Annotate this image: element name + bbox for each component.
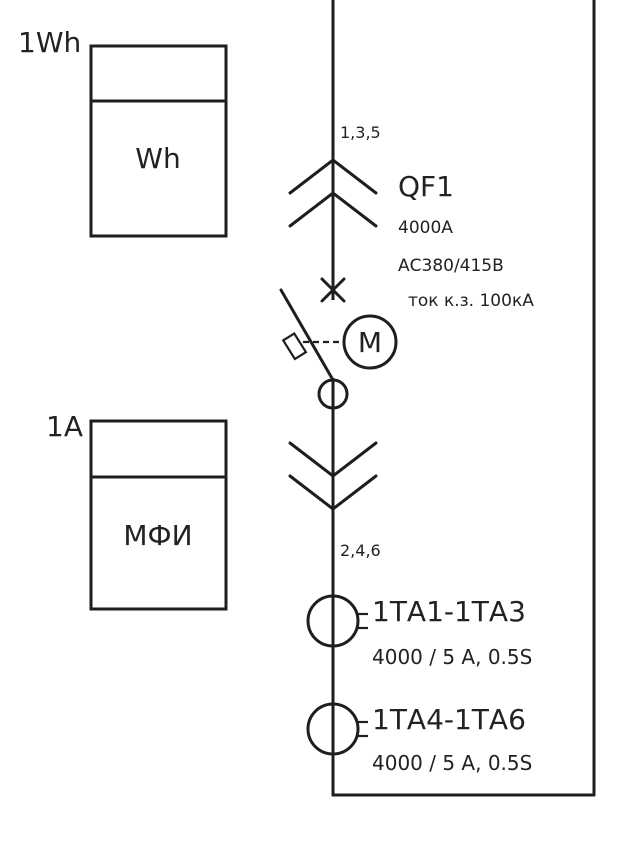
breaker-contact-circle [317, 378, 349, 410]
meter-wh-tag: 1Wh [18, 26, 81, 59]
meter-mfi-label: МФИ [123, 519, 192, 552]
lower-contact-chevrons [288, 441, 378, 511]
breaker-rating: 4000А [398, 218, 453, 238]
meter-wh-block: 1Wh Wh [18, 26, 228, 238]
meter-wh-label: Wh [135, 142, 180, 175]
upper-contact-chevrons [288, 158, 378, 228]
breaker-short-circuit: ток к.з. 100кА [408, 291, 534, 311]
cabinet-frame [331, 0, 596, 797]
ct1-spec: 4000 / 5 А, 0.5S [372, 645, 532, 669]
ct2-name: 1ТА4-1ТА6 [372, 703, 526, 736]
breaker-trip-mark [320, 277, 346, 303]
breaker-name: QF1 [398, 170, 454, 203]
motor-drive-icon: М [342, 314, 398, 370]
breaker-blade [279, 288, 344, 382]
motor-symbol: М [358, 326, 382, 359]
ct1-name: 1ТА1-1ТА3 [372, 595, 526, 628]
breaker-pins-bottom: 2,4,6 [340, 541, 381, 560]
current-transformer-1: 1ТА1-1ТА3 4000 / 5 А, 0.5S [306, 594, 532, 669]
meter-mfi-block: 1A МФИ [46, 410, 228, 611]
breaker-pins-top: 1,3,5 [340, 123, 381, 142]
meter-mfi-tag: 1A [46, 410, 83, 443]
breaker-voltage: АС380/415В [398, 256, 504, 276]
ct2-spec: 4000 / 5 А, 0.5S [372, 751, 532, 775]
current-transformer-2: 1ТА4-1ТА6 4000 / 5 А, 0.5S [306, 702, 532, 775]
